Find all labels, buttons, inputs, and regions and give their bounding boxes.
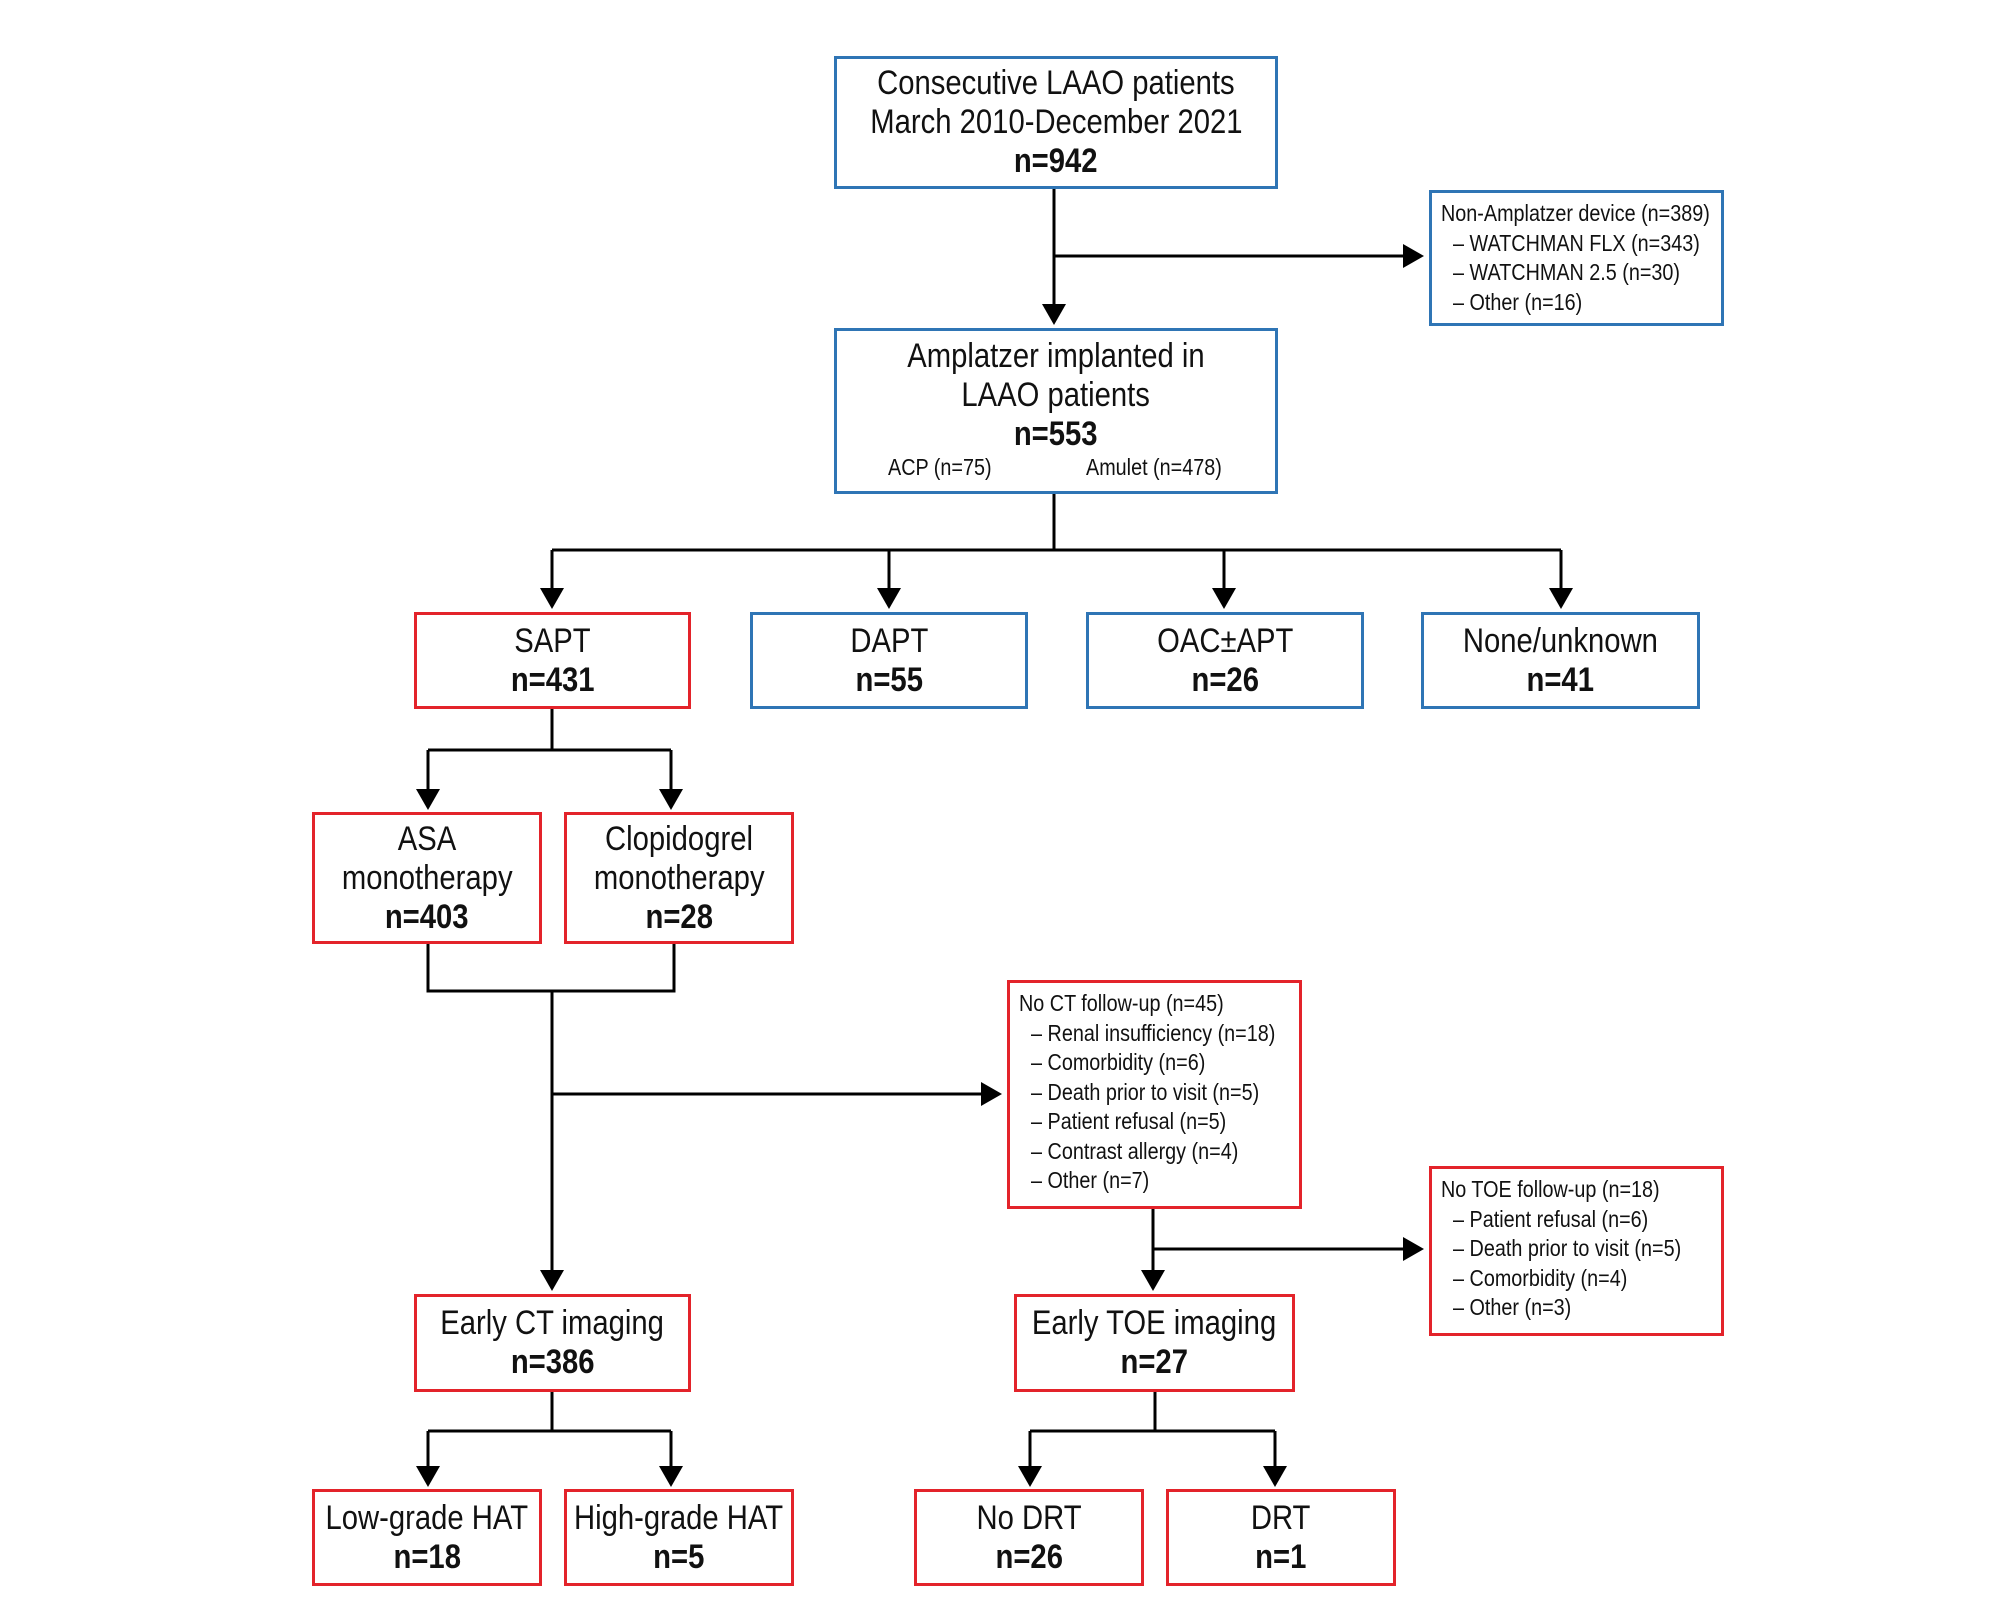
oac-apt-count: n=26 [1191, 660, 1259, 699]
consecutive-patients-box: Consecutive LAAO patients March 2010-Dec… [834, 56, 1278, 189]
low-grade-hat-box: Low-grade HAT n=18 [312, 1489, 542, 1586]
early-toe-box: Early TOE imaging n=27 [1014, 1294, 1295, 1392]
amplatzer-line-1: Amplatzer implanted in [907, 337, 1205, 375]
no-ct-item: – Other (n=7) [1031, 1167, 1150, 1193]
dapt-box: DAPT n=55 [750, 612, 1028, 709]
asa-count: n=403 [385, 897, 469, 936]
clopidogrel-box: Clopidogrel monotherapy n=28 [564, 812, 794, 944]
none-unknown-box: None/unknown n=41 [1421, 612, 1700, 709]
dapt-count: n=55 [855, 660, 923, 699]
low-grade-hat-count: n=18 [393, 1537, 461, 1576]
early-toe-count: n=27 [1120, 1343, 1189, 1381]
sapt-label: SAPT [514, 621, 591, 660]
oac-apt-box: OAC±APT n=26 [1086, 612, 1364, 709]
acp-count: ACP (n=75) [888, 454, 992, 480]
non-amplatzer-item: – WATCHMAN FLX (n=343) [1453, 229, 1700, 256]
amulet-count: Amulet (n=478) [1086, 454, 1222, 480]
asa-line-1: ASA [397, 819, 457, 858]
no-drt-count: n=26 [995, 1537, 1063, 1576]
no-drt-label: No DRT [976, 1498, 1082, 1537]
non-amplatzer-title: Non-Amplatzer device (n=389) [1441, 200, 1710, 226]
amplatzer-line-2: LAAO patients [961, 376, 1151, 414]
sapt-box: SAPT n=431 [414, 612, 691, 709]
sapt-count: n=431 [510, 660, 595, 699]
high-grade-hat-label: High-grade HAT [574, 1498, 784, 1537]
top-line-1: Consecutive LAAO patients [877, 64, 1235, 102]
amplatzer-count: n=553 [1014, 415, 1098, 453]
no-ct-item: – Comorbidity (n=6) [1031, 1049, 1206, 1075]
asa-line-2: monotherapy [341, 858, 513, 897]
connector-merge [426, 944, 676, 993]
dapt-label: DAPT [850, 621, 928, 660]
early-ct-label: Early CT imaging [440, 1304, 665, 1342]
drt-box: DRT n=1 [1166, 1489, 1396, 1586]
non-amplatzer-item: – Other (n=16) [1453, 288, 1583, 315]
no-ct-title: No CT follow-up (n=45) [1019, 990, 1224, 1016]
non-amplatzer-box: Non-Amplatzer device (n=389) – WATCHMAN … [1429, 190, 1724, 326]
oac-apt-label: OAC±APT [1156, 621, 1294, 660]
high-grade-hat-box: High-grade HAT n=5 [564, 1489, 794, 1586]
no-drt-box: No DRT n=26 [914, 1489, 1144, 1586]
no-toe-title: No TOE follow-up (n=18) [1441, 1176, 1660, 1202]
clopidogrel-line-2: monotherapy [593, 858, 765, 897]
non-amplatzer-item: – WATCHMAN 2.5 (n=30) [1453, 259, 1681, 285]
top-line-2: March 2010-December 2021 [869, 103, 1243, 141]
no-toe-followup-box: No TOE follow-up (n=18) – Patient refusa… [1429, 1166, 1724, 1336]
no-ct-item: – Renal insufficiency (n=18) [1031, 1019, 1276, 1046]
no-toe-item: – Patient refusal (n=6) [1453, 1205, 1649, 1232]
early-toe-label: Early TOE imaging [1032, 1304, 1277, 1342]
no-ct-followup-box: No CT follow-up (n=45) – Renal insuffici… [1007, 980, 1302, 1209]
drt-label: DRT [1251, 1498, 1311, 1537]
early-ct-count: n=386 [510, 1343, 595, 1381]
amplatzer-box: Amplatzer implanted in LAAO patients n=5… [834, 328, 1278, 494]
none-unknown-count: n=41 [1526, 660, 1595, 699]
no-toe-item: – Comorbidity (n=4) [1453, 1264, 1628, 1291]
high-grade-hat-count: n=5 [653, 1537, 705, 1576]
top-count: n=942 [1014, 142, 1098, 180]
early-ct-box: Early CT imaging n=386 [414, 1294, 691, 1392]
no-toe-item: – Other (n=3) [1453, 1294, 1572, 1320]
clopidogrel-count: n=28 [645, 897, 713, 936]
no-toe-item: – Death prior to visit (n=5) [1453, 1235, 1682, 1261]
low-grade-hat-label: Low-grade HAT [325, 1498, 529, 1537]
no-ct-item: – Contrast allergy (n=4) [1031, 1137, 1239, 1164]
no-ct-item: – Death prior to visit (n=5) [1031, 1078, 1260, 1105]
asa-box: ASA monotherapy n=403 [312, 812, 542, 944]
no-ct-item: – Patient refusal (n=5) [1031, 1108, 1227, 1134]
drt-count: n=1 [1255, 1537, 1307, 1576]
none-unknown-label: None/unknown [1462, 621, 1659, 660]
clopidogrel-line-1: Clopidogrel [605, 819, 753, 858]
